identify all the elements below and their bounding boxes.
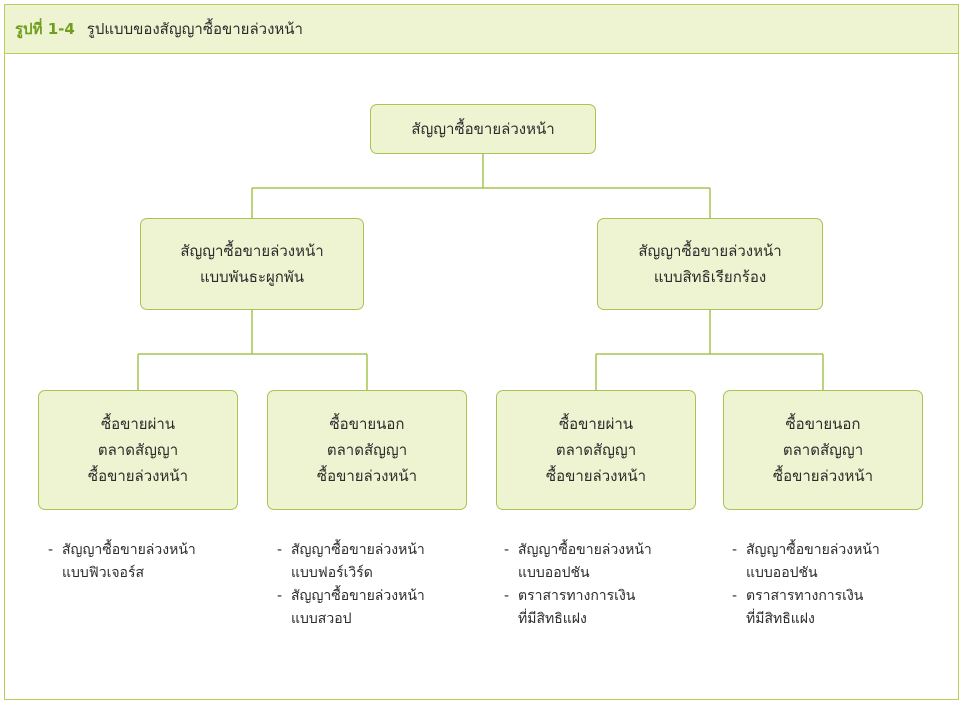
bullet-item: - ตราสารทางการเงิน ที่มีสิทธิแฝง bbox=[732, 585, 880, 631]
leaf-1: ซื้อขายผ่าน ตลาดสัญญา ซื้อขายล่วงหน้า bbox=[38, 390, 238, 510]
leaf-4-bullets: - สัญญาซื้อขายล่วงหน้า แบบออปชัน - ตราสา… bbox=[732, 539, 880, 631]
leaf-3-bullets: - สัญญาซื้อขายล่วงหน้า แบบออปชัน - ตราสา… bbox=[504, 539, 652, 631]
leaf-3-line2: ตลาดสัญญา bbox=[555, 441, 637, 459]
leaf-2: ซื้อขายนอก ตลาดสัญญา ซื้อขายล่วงหน้า bbox=[267, 390, 467, 510]
node-obligation: สัญญาซื้อขายล่วงหน้า แบบพันธะผูกพัน bbox=[140, 218, 364, 310]
leaf-2-line2: ตลาดสัญญา bbox=[326, 441, 408, 459]
leaf-1-bullets: - สัญญาซื้อขายล่วงหน้า แบบฟิวเจอร์ส bbox=[48, 539, 196, 585]
node-claim-line2: แบบสิทธิเรียกร้อง bbox=[653, 268, 767, 286]
bullet-item: - ตราสารทางการเงิน ที่มีสิทธิแฝง bbox=[504, 585, 652, 631]
bullet-line: แบบออปชัน bbox=[518, 565, 590, 581]
node-obligation-line2: แบบพันธะผูกพัน bbox=[199, 268, 305, 286]
bullet-item: - สัญญาซื้อขายล่วงหน้า แบบออปชัน bbox=[732, 539, 880, 585]
bullet-line: สัญญาซื้อขายล่วงหน้า bbox=[291, 588, 425, 604]
leaf-4-line3: ซื้อขายล่วงหน้า bbox=[772, 467, 874, 485]
leaf-2-line3: ซื้อขายล่วงหน้า bbox=[316, 467, 418, 485]
leaf-2-bullets: - สัญญาซื้อขายล่วงหน้า แบบฟอร์เวิร์ด - ส… bbox=[277, 539, 425, 631]
figure-title-bar: รูปที่ 1-4 รูปแบบของสัญญาซื้อขายล่วงหน้า bbox=[4, 4, 959, 54]
bullet-line: สัญญาซื้อขายล่วงหน้า bbox=[518, 542, 652, 558]
leaf-3: ซื้อขายผ่าน ตลาดสัญญา ซื้อขายล่วงหน้า bbox=[496, 390, 696, 510]
bullet-line: ที่มีสิทธิแฝง bbox=[518, 611, 587, 627]
bullet-item: - สัญญาซื้อขายล่วงหน้า แบบฟิวเจอร์ส bbox=[48, 539, 196, 585]
bullet-line: แบบฟิวเจอร์ส bbox=[62, 565, 145, 581]
node-claim-line1: สัญญาซื้อขายล่วงหน้า bbox=[638, 242, 782, 260]
bullet-item: - สัญญาซื้อขายล่วงหน้า แบบฟอร์เวิร์ด bbox=[277, 539, 425, 585]
leaf-1-line2: ตลาดสัญญา bbox=[97, 441, 179, 459]
bullet-item: - สัญญาซื้อขายล่วงหน้า แบบสวอป bbox=[277, 585, 425, 631]
bullet-marker: - bbox=[732, 588, 738, 604]
bullet-line: ที่มีสิทธิแฝง bbox=[746, 611, 815, 627]
bullet-line: สัญญาซื้อขายล่วงหน้า bbox=[291, 542, 425, 558]
leaf-4: ซื้อขายนอก ตลาดสัญญา ซื้อขายล่วงหน้า bbox=[723, 390, 923, 510]
leaf-3-line1: ซื้อขายผ่าน bbox=[558, 415, 634, 433]
node-obligation-line1: สัญญาซื้อขายล่วงหน้า bbox=[180, 242, 324, 260]
figure-label: รูปที่ 1-4 bbox=[15, 20, 75, 38]
bullet-item: - สัญญาซื้อขายล่วงหน้า แบบออปชัน bbox=[504, 539, 652, 585]
bullet-line: แบบสวอป bbox=[291, 611, 352, 627]
node-claim: สัญญาซื้อขายล่วงหน้า แบบสิทธิเรียกร้อง bbox=[597, 218, 823, 310]
node-root: สัญญาซื้อขายล่วงหน้า bbox=[370, 104, 596, 154]
bullet-marker: - bbox=[504, 542, 510, 558]
bullet-marker: - bbox=[504, 588, 510, 604]
bullet-line: ตราสารทางการเงิน bbox=[518, 588, 636, 604]
bullet-line: สัญญาซื้อขายล่วงหน้า bbox=[62, 542, 196, 558]
bullet-marker: - bbox=[732, 542, 738, 558]
node-root-label: สัญญาซื้อขายล่วงหน้า bbox=[411, 120, 555, 138]
figure-title: รูปแบบของสัญญาซื้อขายล่วงหน้า bbox=[86, 20, 303, 38]
leaf-2-line1: ซื้อขายนอก bbox=[329, 415, 405, 433]
leaf-1-line3: ซื้อขายล่วงหน้า bbox=[87, 467, 189, 485]
leaf-4-line2: ตลาดสัญญา bbox=[782, 441, 864, 459]
leaf-3-line3: ซื้อขายล่วงหน้า bbox=[545, 467, 647, 485]
bullet-marker: - bbox=[48, 542, 54, 558]
bullet-line: ตราสารทางการเงิน bbox=[746, 588, 864, 604]
bullet-marker: - bbox=[277, 588, 283, 604]
bullet-line: สัญญาซื้อขายล่วงหน้า bbox=[746, 542, 880, 558]
bullet-line: แบบฟอร์เวิร์ด bbox=[291, 565, 373, 581]
leaf-4-line1: ซื้อขายนอก bbox=[785, 415, 861, 433]
bullet-marker: - bbox=[277, 542, 283, 558]
bullet-line: แบบออปชัน bbox=[746, 565, 818, 581]
leaf-1-line1: ซื้อขายผ่าน bbox=[100, 415, 176, 433]
